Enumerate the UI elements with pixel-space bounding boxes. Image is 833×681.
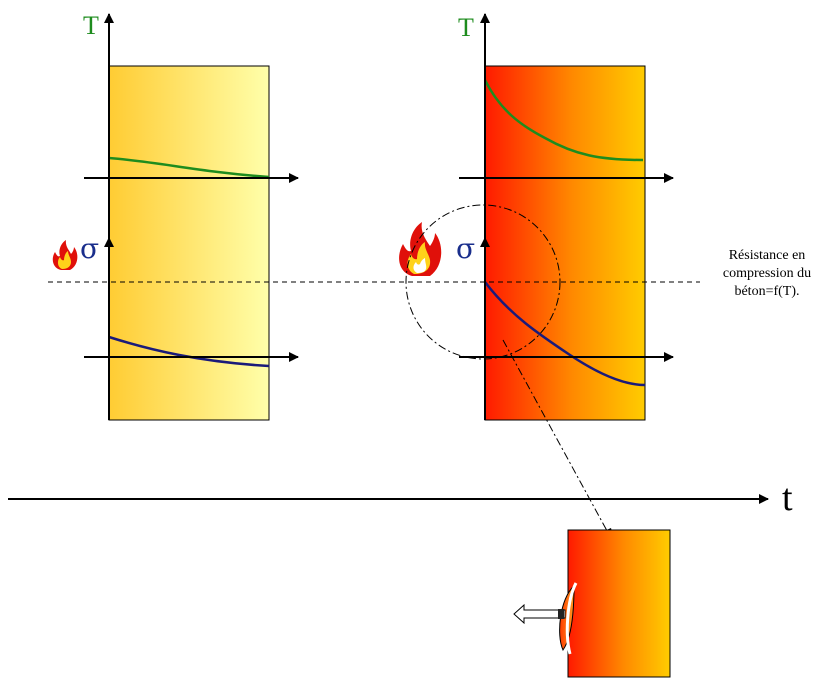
annotation-line-2: compression du xyxy=(723,266,811,281)
left-stress-curve xyxy=(108,335,270,368)
left-temperature-label: T xyxy=(83,11,99,40)
small-fire-icon xyxy=(52,240,78,270)
annotation-line-3: béton=f(T). xyxy=(734,284,799,299)
cool-wall-panel xyxy=(108,65,270,421)
right-temperature-curve xyxy=(483,79,644,162)
left-stress-label: σ xyxy=(80,232,99,265)
zoom-circle xyxy=(405,204,561,360)
left-temperature-curve xyxy=(108,156,270,179)
cool-wall xyxy=(108,65,270,421)
hot-wall-panel xyxy=(483,65,646,421)
hot-wall xyxy=(484,65,646,421)
right-stress-curve xyxy=(484,281,646,387)
spalling-arrow-icon xyxy=(513,603,566,625)
annotation-line-1: Résistance en xyxy=(729,248,806,263)
detail-pointer-line xyxy=(502,339,613,541)
spalling-crack xyxy=(565,582,578,655)
detail-wall xyxy=(567,529,671,678)
time-axis-label: t xyxy=(782,477,793,519)
right-temperature-label: T xyxy=(458,13,474,42)
spalling-detail xyxy=(513,529,671,678)
right-stress-label: σ xyxy=(456,232,475,265)
large-fire-icon xyxy=(399,222,442,276)
